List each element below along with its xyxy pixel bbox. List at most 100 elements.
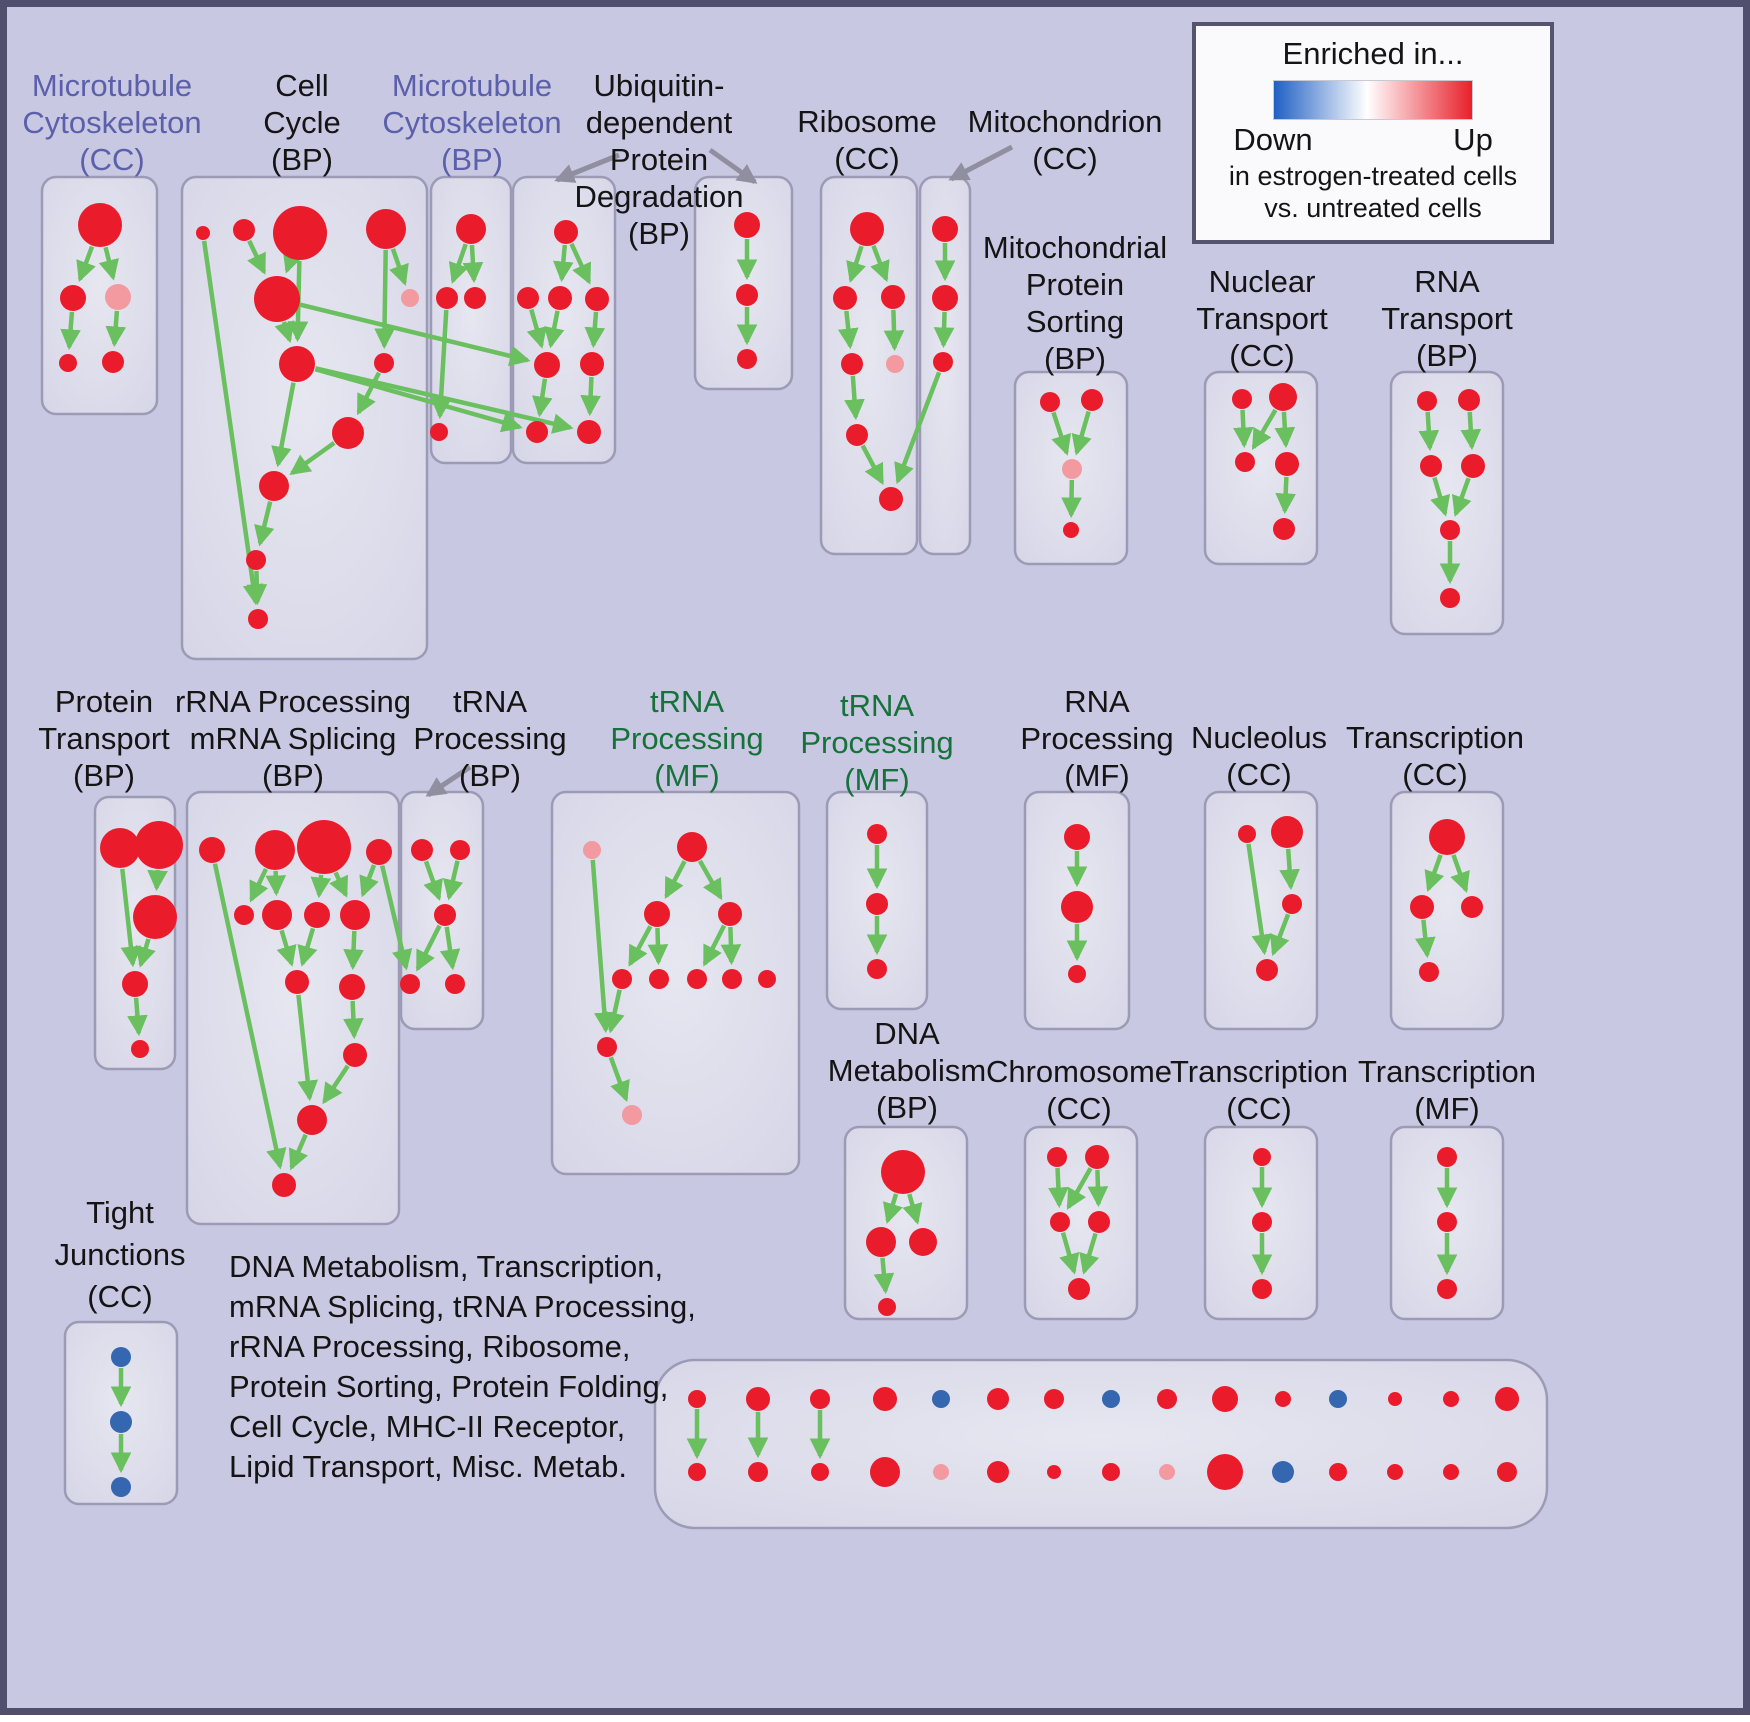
- node-tn-2: [866, 893, 888, 915]
- edge-arrow: [76, 245, 96, 283]
- edge-arrow: [697, 859, 723, 901]
- node-mi-7b: [1047, 1465, 1061, 1479]
- edge-arrow: [1418, 411, 1440, 452]
- edge-arrow: [442, 860, 464, 901]
- edge-arrow: [147, 869, 168, 892]
- annotation-arrow: [425, 764, 472, 798]
- node-mtcc-3: [105, 284, 131, 310]
- node-tc-3: [1461, 896, 1483, 918]
- node-rr-8: [340, 900, 370, 930]
- legend-subtitle-line2: vs. untreated cells: [1264, 193, 1482, 223]
- node-rt-5: [1440, 520, 1460, 540]
- edge-arrow: [430, 309, 452, 420]
- node-ubr-2: [736, 284, 758, 306]
- edge-arrow: [282, 250, 303, 274]
- edge-arrow: [314, 367, 523, 433]
- edge-arrow: [389, 248, 409, 286]
- node-ch-4: [1088, 1211, 1110, 1233]
- node-ubr-3: [737, 349, 757, 369]
- node-ch-5: [1068, 1278, 1090, 1300]
- node-pt-2: [135, 821, 183, 869]
- node-mito-2: [932, 285, 958, 311]
- node-nu-1: [1238, 825, 1256, 843]
- legend-up-label: Up: [1453, 122, 1493, 157]
- group-box-chromosome: [1023, 1125, 1139, 1321]
- node-pt-4: [122, 971, 148, 997]
- node-mi-14b: [1443, 1464, 1459, 1480]
- node-rt-6: [1440, 588, 1460, 608]
- node-mito-3: [933, 352, 953, 372]
- edge-arrow: [702, 924, 727, 967]
- node-trbp-1: [411, 839, 433, 861]
- node-rib-2: [833, 286, 857, 310]
- edge-arrow: [343, 1000, 364, 1040]
- annotation-arrow: [554, 152, 620, 183]
- edge-arrow: [1048, 1167, 1069, 1209]
- node-tm-7: [687, 969, 707, 989]
- edge-arrow: [60, 311, 81, 351]
- node-mi-12t: [1329, 1390, 1347, 1408]
- edge-arrow: [870, 245, 890, 283]
- edge-arrow: [274, 320, 295, 344]
- node-mi-8t: [1102, 1390, 1120, 1408]
- group-box-transcription-cc-1: [1389, 790, 1505, 1031]
- node-tn-1: [867, 824, 887, 844]
- edge-arrow: [1061, 479, 1082, 519]
- node-tc-2: [1410, 895, 1434, 919]
- edge-arrow: [1071, 410, 1092, 456]
- node-t3-3: [1437, 1279, 1457, 1299]
- node-rib-1: [850, 212, 884, 246]
- edge-arrow: [664, 860, 687, 900]
- edge-arrow: [933, 311, 955, 349]
- node-mtcc-5: [102, 351, 124, 373]
- edge-arrow: [1424, 854, 1445, 893]
- edge-arrow: [584, 311, 606, 349]
- group-box-ribosome: [819, 175, 919, 556]
- node-tn-3: [867, 959, 887, 979]
- edge-arrow: [462, 244, 484, 284]
- node-rr-2: [255, 830, 295, 870]
- node-pt-1: [100, 828, 140, 868]
- node-nt-1: [1232, 389, 1252, 409]
- node-mi-15t: [1495, 1387, 1519, 1411]
- node-mi-2b: [748, 1462, 768, 1482]
- edge-arrow: [1079, 1232, 1100, 1275]
- node-cc-4: [366, 209, 406, 249]
- node-rt-2: [1458, 389, 1480, 411]
- nodes-layer: [59, 203, 1519, 1497]
- node-mi-14t: [1443, 1391, 1459, 1407]
- annotation-arrow: [948, 144, 1014, 182]
- node-tm-1: [583, 841, 601, 859]
- node-ubr-1: [734, 212, 760, 238]
- node-nt-4: [1275, 452, 1299, 476]
- edge-arrow: [135, 938, 156, 968]
- node-rr-6: [262, 900, 292, 930]
- edge-arrow: [289, 441, 336, 476]
- edge-arrow: [120, 868, 142, 968]
- edge-arrow: [532, 378, 553, 418]
- node-nu-2: [1271, 816, 1303, 848]
- node-cc-7: [374, 353, 394, 373]
- edge-arrow: [1274, 411, 1296, 449]
- edge-arrow: [1087, 1169, 1109, 1208]
- node-t2-2: [1252, 1212, 1272, 1232]
- node-tm-10: [597, 1037, 617, 1057]
- edge-arrow: [329, 871, 348, 898]
- edge-arrow: [837, 310, 859, 350]
- edge-arrow: [299, 302, 531, 367]
- edge-arrow: [98, 246, 119, 281]
- edge-arrow: [212, 863, 287, 1170]
- node-tm-2: [677, 832, 707, 862]
- edge-arrow: [415, 924, 442, 972]
- edge-arrow: [569, 242, 592, 285]
- node-nu-3: [1282, 894, 1302, 914]
- edge-arrow: [359, 864, 379, 898]
- node-rib-7: [879, 487, 903, 511]
- edge-arrow: [526, 308, 547, 349]
- node-dn-3: [909, 1228, 937, 1256]
- edge-arrow: [1415, 919, 1436, 959]
- node-mi-7t: [1044, 1389, 1064, 1409]
- node-tc-1: [1429, 819, 1465, 855]
- node-mi-6b: [987, 1461, 1009, 1483]
